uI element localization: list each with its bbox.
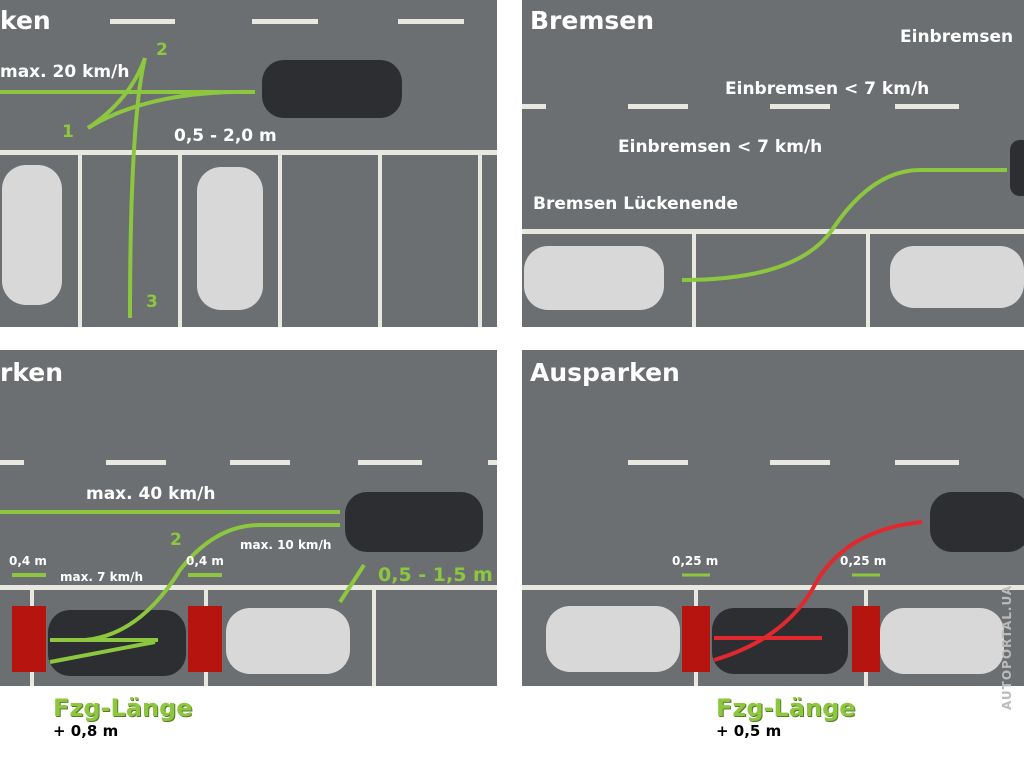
scene-parallel bbox=[0, 460, 497, 686]
scene-bremsen bbox=[522, 104, 1024, 327]
step-3: 3 bbox=[146, 292, 158, 312]
red-block bbox=[682, 606, 710, 672]
panel-ausparken: Ausparken 0,25 m 0,25 m bbox=[522, 350, 1024, 686]
gap-right: 0,25 m bbox=[840, 554, 887, 568]
panel-title: Ausparken bbox=[530, 358, 680, 387]
red-block bbox=[852, 606, 880, 672]
white-car bbox=[890, 246, 1024, 308]
step-2: 2 bbox=[156, 40, 168, 60]
lane-dashes bbox=[110, 19, 464, 24]
dark-car bbox=[930, 492, 1024, 552]
green-arrow bbox=[681, 168, 1007, 282]
panel-einparken-forward: ken max. 20 km/h 0,5 - 2,0 m 1 2 3 bbox=[0, 0, 497, 327]
label: Einbremsen < 7 km/h bbox=[618, 137, 823, 157]
panel-title: Bremsen bbox=[530, 6, 655, 35]
step-1: 1 bbox=[62, 122, 74, 142]
step-2: 2 bbox=[170, 530, 182, 550]
white-car bbox=[226, 608, 350, 674]
speed-approach: max. 10 km/h bbox=[240, 538, 332, 552]
speed-label: max. 20 km/h bbox=[0, 62, 130, 82]
footer-title: Fzg-Länge bbox=[716, 694, 856, 722]
white-car bbox=[880, 608, 1004, 674]
speed-park: max. 7 km/h bbox=[60, 570, 144, 584]
gap-left: 0,4 m bbox=[9, 554, 47, 568]
panel-einparken-parallel: rken max. 40 km/h max. 10 km/h max. 7 km… bbox=[0, 350, 497, 686]
gap-left: 0,25 m bbox=[672, 554, 719, 568]
distance-label: 0,5 - 1,5 m bbox=[378, 564, 493, 586]
white-car bbox=[546, 606, 680, 672]
dark-car bbox=[345, 492, 483, 552]
green-arrows bbox=[0, 510, 366, 664]
panel-bremsen: Bremsen Einbremsen Einbremsen < 7 km/h E… bbox=[522, 0, 1024, 327]
speed-main: max. 40 km/h bbox=[86, 484, 216, 504]
white-car bbox=[2, 165, 62, 305]
panel-title: rken bbox=[0, 358, 64, 387]
green-arrows bbox=[0, 57, 256, 319]
red-arrows bbox=[713, 520, 923, 662]
dark-car bbox=[1010, 140, 1024, 196]
watermark: AUTOPORTAL.UA bbox=[1000, 584, 1014, 710]
label: Bremsen Lückenende bbox=[533, 194, 739, 214]
footer-parallel: Fzg-Länge + 0,8 m bbox=[53, 694, 193, 740]
footer-title: Fzg-Länge bbox=[53, 694, 193, 722]
dark-car bbox=[712, 608, 848, 674]
scene-forward bbox=[0, 19, 497, 327]
footer-ausparken: Fzg-Länge + 0,5 m bbox=[716, 694, 856, 740]
white-car bbox=[197, 167, 263, 310]
distance-label: 0,5 - 2,0 m bbox=[174, 126, 277, 146]
dark-car bbox=[48, 610, 186, 676]
footer-value: + 0,8 m bbox=[53, 722, 119, 740]
label: Einbremsen < 7 km/h bbox=[725, 79, 930, 99]
red-block bbox=[188, 606, 222, 672]
scene-ausparken bbox=[522, 460, 1024, 686]
label: Einbremsen bbox=[900, 27, 1014, 47]
white-car bbox=[524, 246, 664, 310]
gap-right: 0,4 m bbox=[186, 554, 224, 568]
footer-value: + 0,5 m bbox=[716, 722, 782, 740]
red-block bbox=[12, 606, 46, 672]
panel-title: ken bbox=[0, 6, 51, 35]
parking-line bbox=[0, 150, 497, 155]
dark-car bbox=[262, 60, 402, 118]
